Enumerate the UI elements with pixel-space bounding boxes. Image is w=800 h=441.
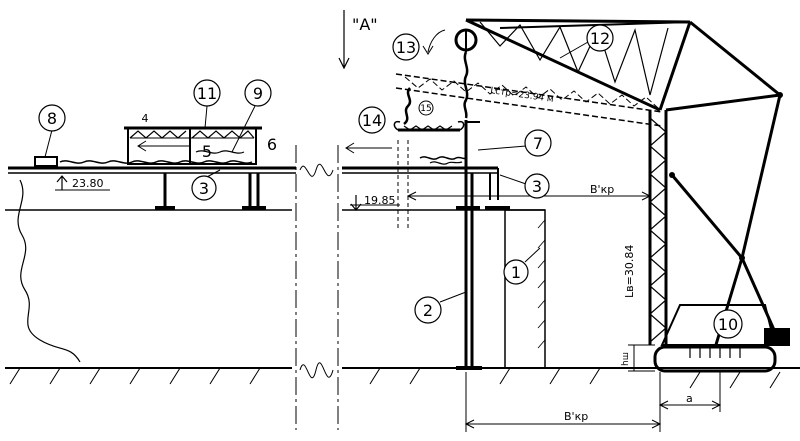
left-truss-assemblies <box>34 126 262 167</box>
break-lines <box>295 145 339 430</box>
callout-1: 1 <box>511 263 521 282</box>
track-height-label: hш <box>621 352 631 366</box>
crane-boom-raised <box>465 18 692 112</box>
callout-9: 9 <box>253 84 263 103</box>
callout-10: 10 <box>718 315 738 334</box>
callout-4: 4 <box>142 112 149 125</box>
callout-15: 15 <box>420 104 431 114</box>
elevation-label-19-85: 19.85 <box>364 194 396 207</box>
elevation-label-23-80: 23.80 <box>72 177 104 190</box>
crane-mast: Lв=30.84 <box>623 20 783 349</box>
callout-11: 11 <box>197 84 217 103</box>
a-dim-label: a <box>686 392 693 405</box>
callout-2: 2 <box>423 301 433 320</box>
callout-8: 8 <box>47 109 57 128</box>
boom-length-label: Lв=30.84 <box>623 245 636 298</box>
callout-8-circle <box>38 104 66 132</box>
view-a-label: "A" <box>352 15 378 34</box>
left-deck: 23.80 <box>8 166 296 210</box>
callout-12: 12 <box>590 29 610 48</box>
suspended-load <box>345 120 467 165</box>
callout-3-right: 3 <box>532 177 542 196</box>
right-pier: 19.85 <box>342 120 546 370</box>
hoist-ropes: "A" <box>338 10 478 125</box>
callouts: 8 4 11 9 5 6 3 12 13 15 14 7 <box>38 24 743 339</box>
callout-7: 7 <box>533 134 543 153</box>
crane-base: hш <box>621 304 790 373</box>
b-kr-top-label: B'кр <box>590 183 614 196</box>
callout-13: 13 <box>396 38 416 57</box>
ground-lines <box>5 179 800 389</box>
boom-lowered-dashed: Lстр=23.94 м <box>395 73 663 127</box>
callout-14: 14 <box>362 111 382 130</box>
callout-6: 6 <box>267 135 277 154</box>
dimension-lines: B'кр B'кр a <box>406 183 722 432</box>
callout-3-left: 3 <box>199 179 209 198</box>
callout-5: 5 <box>202 142 212 161</box>
b-kr-bottom-label: B'кр <box>564 410 588 423</box>
